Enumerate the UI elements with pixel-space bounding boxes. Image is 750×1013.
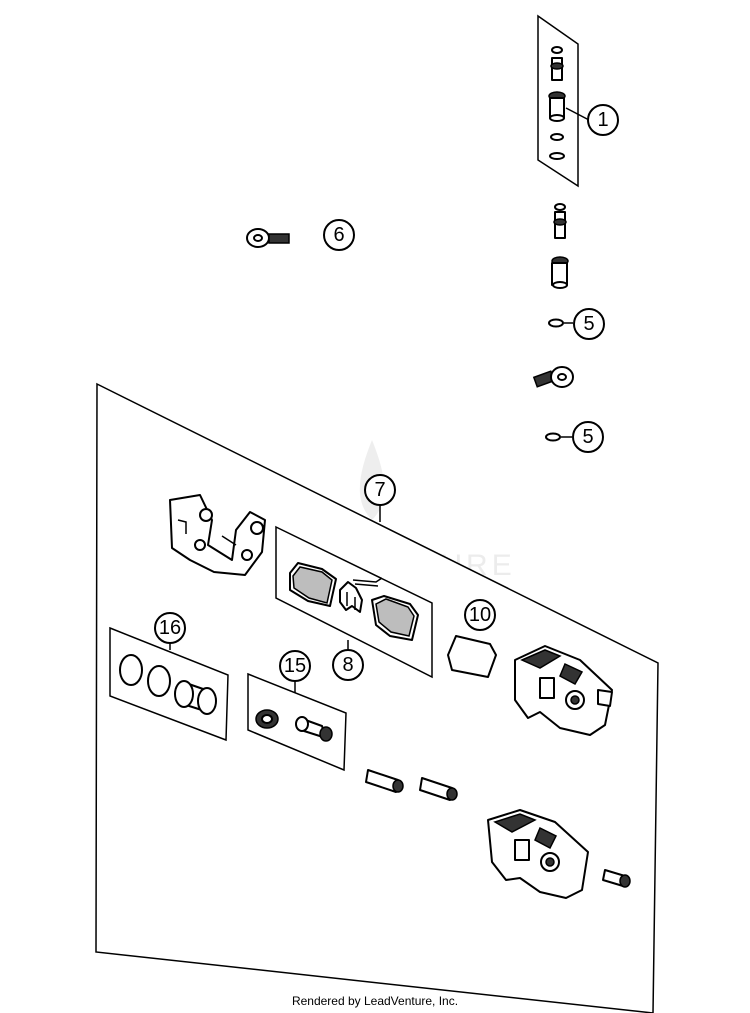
callout-5-upper[interactable]: 5 bbox=[573, 308, 605, 340]
callout-10[interactable]: 10 bbox=[464, 599, 496, 631]
banjo-bolt-small bbox=[550, 46, 564, 81]
pad-pin-clip bbox=[352, 577, 383, 587]
callout-label-5a: 5 bbox=[583, 313, 594, 335]
bleeder-screw bbox=[295, 716, 333, 742]
banjo-bolt bbox=[551, 256, 569, 289]
callout-label-15: 15 bbox=[284, 655, 306, 677]
pad-shim bbox=[447, 635, 497, 678]
sealing-washer-lower bbox=[545, 432, 561, 442]
callout-7[interactable]: 7 bbox=[364, 474, 396, 506]
footer-credit: Rendered by LeadVenture, Inc. bbox=[291, 994, 459, 1008]
brake-hose bbox=[246, 228, 574, 421]
brake-pad-left bbox=[289, 562, 337, 607]
callout-6[interactable]: 6 bbox=[323, 219, 355, 251]
caliper-piston bbox=[174, 680, 217, 715]
caliper-half-upper bbox=[514, 645, 613, 736]
brake-pad-right bbox=[371, 595, 419, 641]
banjo-bolt-large bbox=[548, 91, 566, 122]
fitting-kit-panel bbox=[537, 14, 590, 188]
piston-seal-inner bbox=[147, 665, 171, 697]
callout-label-10: 10 bbox=[469, 604, 491, 626]
piston-seal-outer bbox=[119, 654, 143, 686]
callout-15[interactable]: 15 bbox=[279, 650, 311, 682]
callout-5-lower[interactable]: 5 bbox=[572, 421, 604, 453]
callout-16[interactable]: 16 bbox=[154, 612, 186, 644]
leader-line-1 bbox=[565, 107, 590, 121]
callout-label-7: 7 bbox=[374, 479, 385, 501]
hose-end-upper bbox=[246, 228, 290, 248]
caliper-pin-left bbox=[365, 769, 404, 793]
callout-label-1: 1 bbox=[597, 109, 608, 131]
washer bbox=[549, 152, 565, 160]
caliper-bracket bbox=[169, 494, 266, 576]
hose-end-lower bbox=[532, 366, 574, 388]
callout-label-16: 16 bbox=[159, 617, 181, 639]
callout-label-6: 6 bbox=[333, 224, 344, 246]
washer bbox=[550, 133, 564, 141]
callout-label-5b: 5 bbox=[582, 426, 593, 448]
sealing-washer-upper bbox=[548, 318, 564, 328]
callout-8[interactable]: 8 bbox=[332, 649, 364, 681]
bleeder-valve bbox=[553, 203, 567, 239]
caliper-bolt bbox=[602, 869, 631, 888]
pad-spring bbox=[339, 581, 363, 613]
callout-1[interactable]: 1 bbox=[587, 104, 619, 136]
callout-label-8: 8 bbox=[342, 654, 353, 676]
bleeder-cap bbox=[255, 709, 279, 729]
caliper-pin-right bbox=[419, 777, 458, 801]
caliper-half-lower bbox=[487, 809, 589, 899]
